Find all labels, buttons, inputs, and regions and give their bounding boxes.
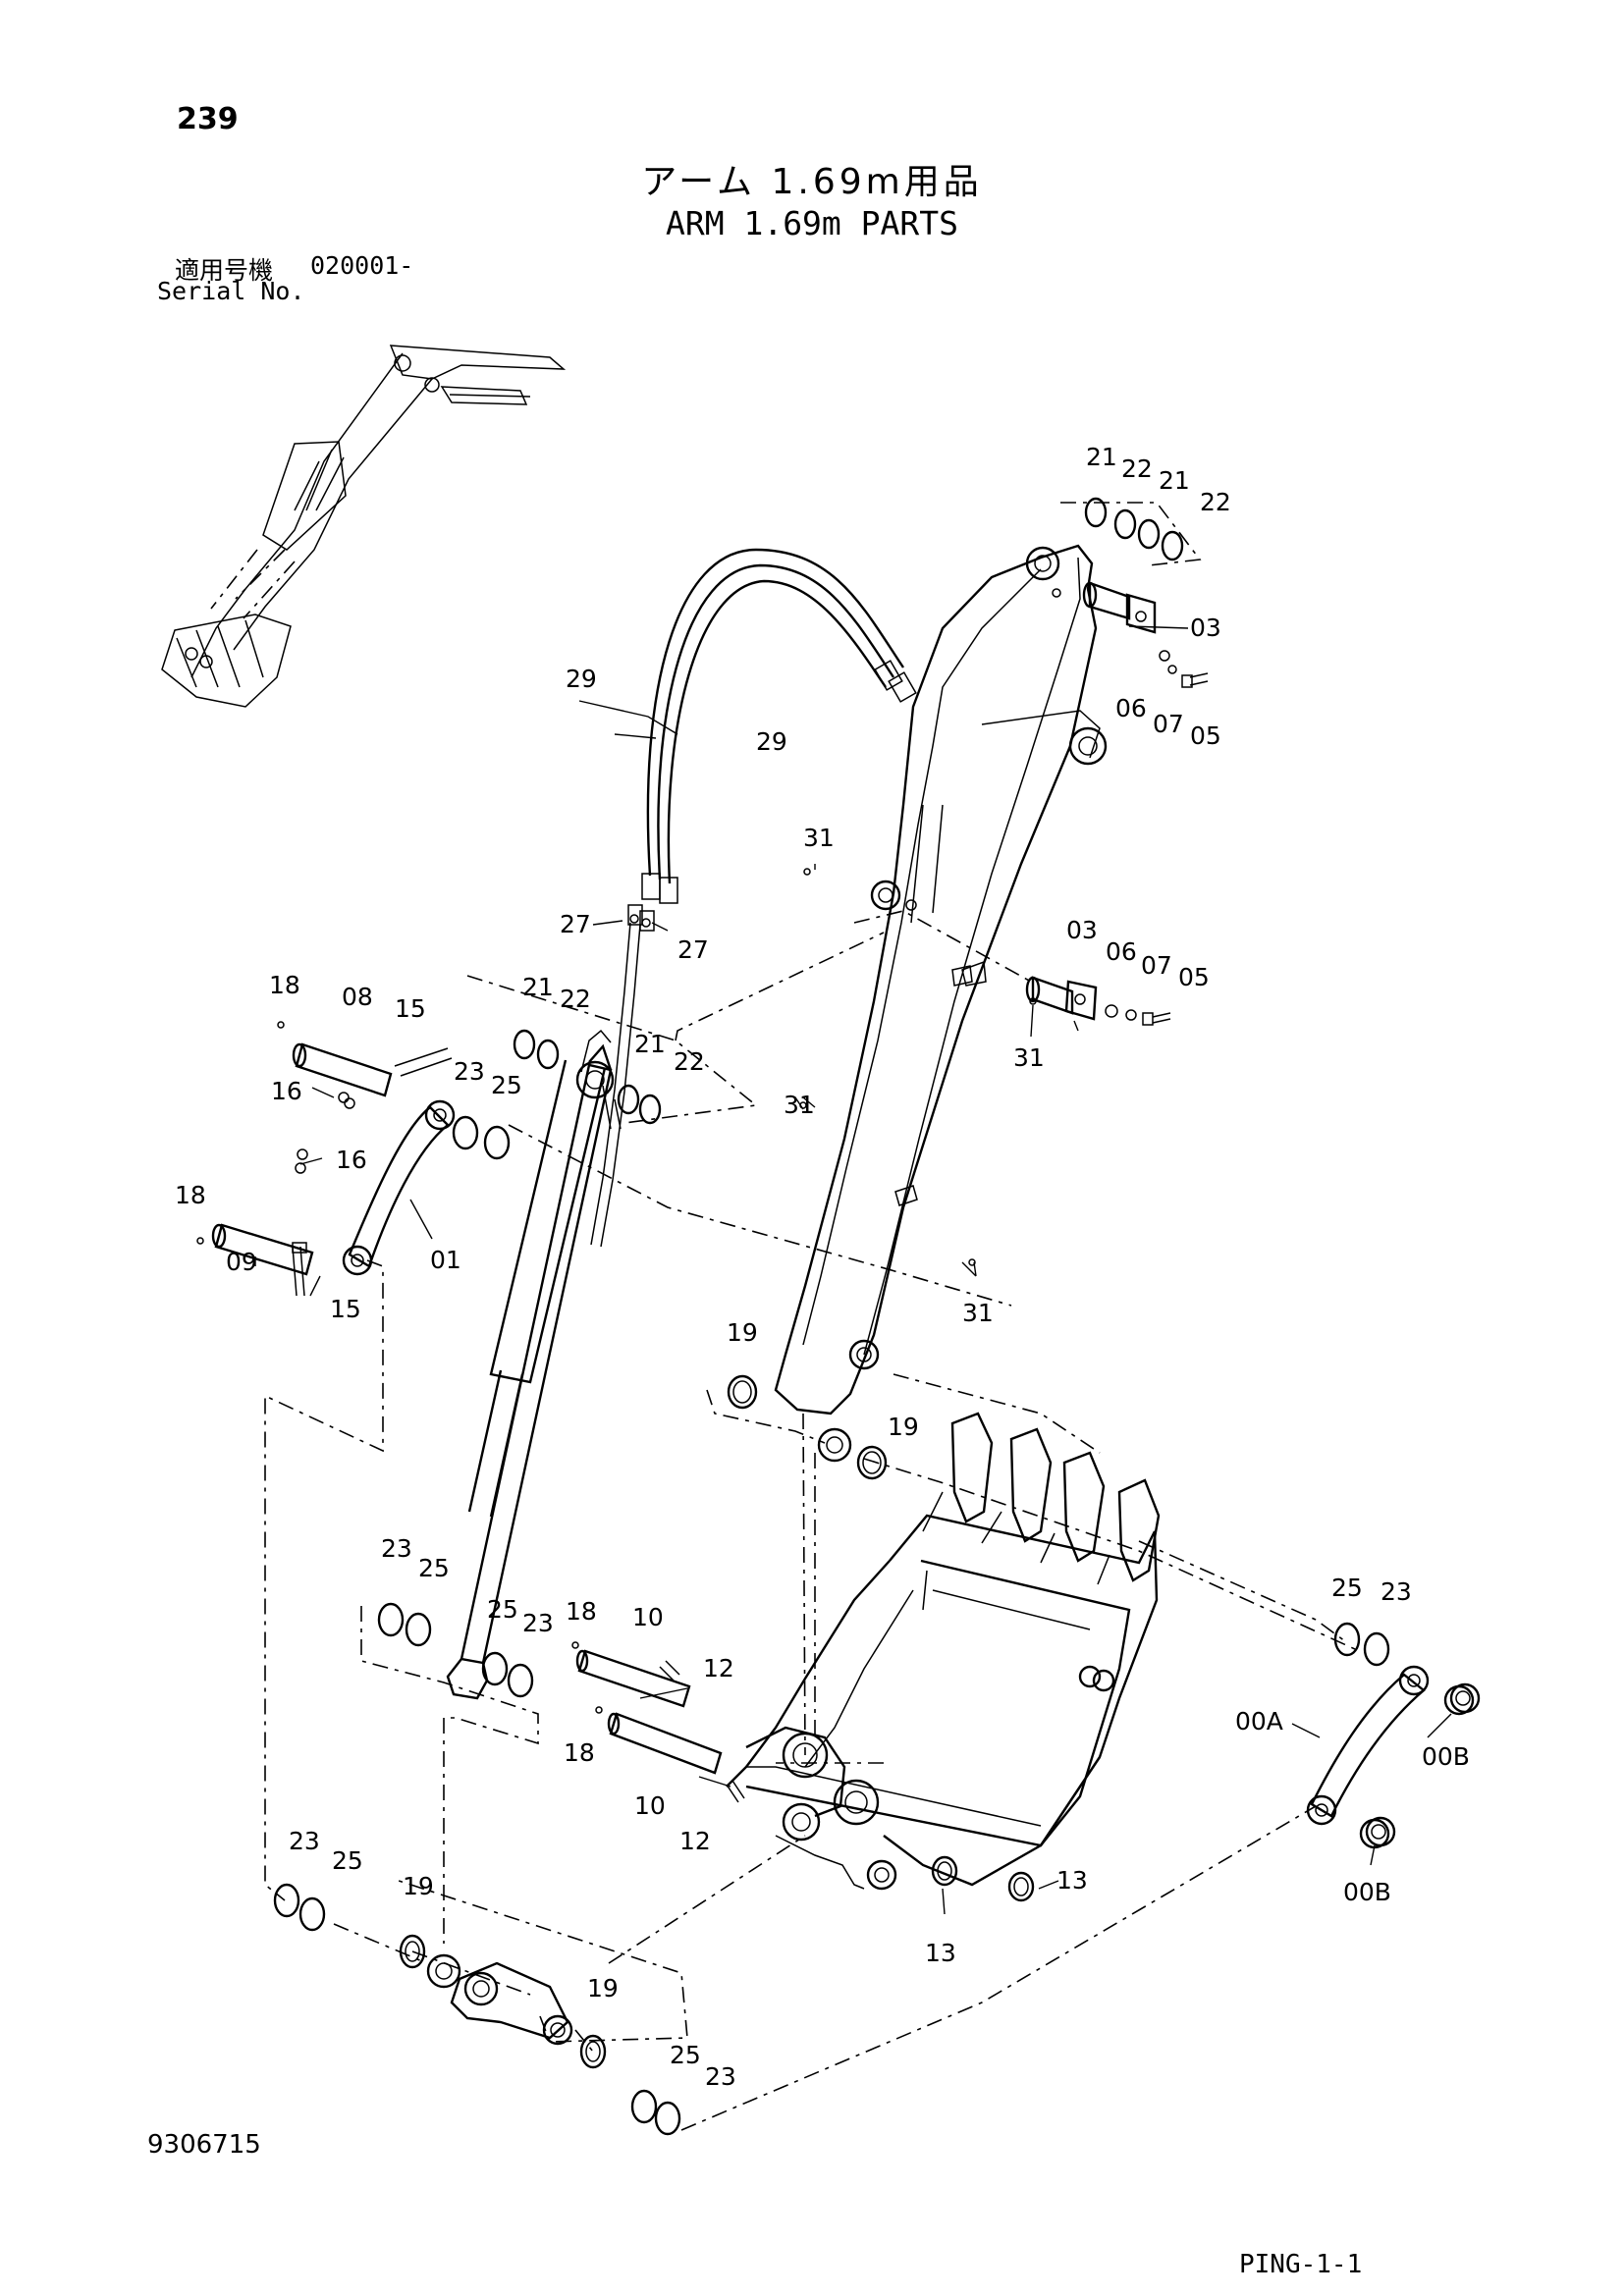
part-number-label: 19 (888, 1413, 919, 1441)
document-number: 9306715 (147, 2130, 261, 2160)
part-number-label: 25 (418, 1554, 450, 1582)
part-number-label: 18 (566, 1597, 597, 1626)
leader-lines (254, 625, 1452, 1915)
part-number-label: 09 (226, 1248, 257, 1276)
part-number-label: 31 (962, 1299, 994, 1327)
part-number-label: 19 (403, 1872, 434, 1900)
part-number-label: 01 (430, 1246, 461, 1274)
part-number-label: 23 (454, 1057, 485, 1086)
part-number-label: 18 (564, 1738, 595, 1767)
part-number-label: 31 (784, 1091, 815, 1119)
part-number-label: 23 (381, 1534, 412, 1563)
part-number-label: 27 (560, 910, 591, 938)
part-number-label: 06 (1115, 694, 1147, 722)
part-number-label: 21 (1086, 443, 1117, 471)
part-number-label: 07 (1141, 951, 1172, 980)
part-number-label: 12 (679, 1827, 711, 1855)
arm-body (774, 544, 1108, 1463)
part-number-label: 22 (1121, 454, 1153, 483)
part-number-label: 18 (175, 1181, 206, 1209)
page-title-english: ARM 1.69m PARTS (665, 204, 958, 242)
part-number-label: 22 (1200, 488, 1231, 516)
part-number-label: 05 (1178, 963, 1210, 991)
part-number-label: 22 (560, 985, 591, 1013)
washers-and-seals (273, 497, 1390, 2136)
part-number-labels: 21 22 21 22 03 06 07 05 29 29 31 27 27 0… (175, 443, 1470, 2091)
part-number-label: 25 (491, 1071, 522, 1099)
part-number-label: 23 (1380, 1577, 1412, 1606)
part-number-label: 21 (1159, 466, 1190, 495)
part-number-label: 19 (587, 1974, 619, 2002)
part-number-label: 08 (342, 983, 373, 1011)
part-number-label: 25 (670, 2041, 701, 2069)
part-number-label: 31 (1013, 1043, 1045, 1072)
part-number-label: 00B (1343, 1878, 1391, 1906)
part-number-label: 23 (522, 1609, 554, 1637)
part-number-label: 18 (269, 971, 300, 999)
part-number-label: 27 (677, 935, 709, 964)
part-number-label: 00A (1235, 1707, 1283, 1735)
part-number-label: 29 (566, 665, 597, 693)
serial-label-english: Serial No. (157, 277, 305, 305)
part-number-label: 03 (1066, 916, 1098, 944)
part-number-label: 23 (289, 1827, 320, 1855)
reference-thumbnail (161, 345, 567, 708)
part-number-label: 22 (674, 1047, 705, 1076)
part-number-label: 13 (925, 1939, 956, 1967)
page-number: 239 (177, 102, 239, 136)
part-number-label: 23 (705, 2062, 736, 2091)
part-number-label: 16 (271, 1077, 302, 1105)
part-number-label: 25 (487, 1595, 518, 1624)
part-number-label: 16 (336, 1146, 367, 1174)
part-number-label: 15 (330, 1295, 361, 1323)
bucket (726, 1412, 1161, 1891)
part-number-label: 21 (634, 1030, 666, 1058)
bucket-cylinder (446, 904, 655, 1700)
part-number-label: 05 (1190, 721, 1221, 750)
part-number-label: 10 (632, 1603, 664, 1631)
part-number-label: 00B (1422, 1742, 1470, 1771)
serial-label-japanese: 適用号機 (175, 256, 274, 285)
page-code: PING-1-1 (1239, 2250, 1363, 2279)
part-number-label: 10 (634, 1791, 666, 1820)
part-number-label: 25 (332, 1846, 363, 1875)
page-title-japanese: アーム 1.69m用品 (641, 162, 983, 202)
bucket-link (1306, 1665, 1481, 1849)
part-number-label: 06 (1106, 937, 1137, 966)
part-number-label: 07 (1153, 710, 1184, 738)
part-number-label: 31 (803, 824, 835, 852)
serial-value: 020001- (310, 251, 414, 280)
part-number-label: 29 (756, 727, 787, 756)
bottom-link (426, 1953, 573, 2046)
alignment-lines (264, 502, 1356, 2131)
part-number-label: 12 (703, 1654, 734, 1682)
hoses (641, 548, 917, 904)
part-number-label: 03 (1190, 614, 1221, 642)
part-number-label: 19 (727, 1318, 758, 1347)
part-number-label: 15 (395, 994, 426, 1023)
part-number-label: 25 (1331, 1574, 1363, 1602)
pins (196, 581, 1209, 1803)
part-number-label: 21 (522, 973, 554, 1001)
arm-link (342, 1099, 456, 1276)
part-number-label: 13 (1056, 1866, 1088, 1895)
